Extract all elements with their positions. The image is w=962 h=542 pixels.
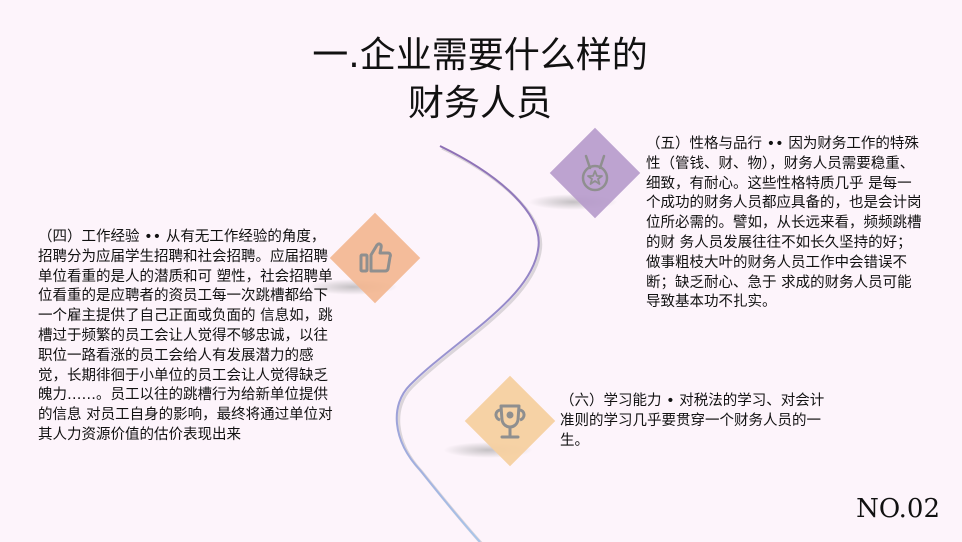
page-number: NO.02 xyxy=(856,494,940,524)
title-line-1: 一.企业需要什么样的 xyxy=(312,35,648,76)
trophy-icon xyxy=(494,404,526,439)
title-line-2: 财务人员 xyxy=(407,83,552,124)
medal-icon xyxy=(581,154,609,192)
character-text: （五）性格与品行 •• 因为财务工作的特殊性（管钱、财、物），财务人员需要稳重、… xyxy=(646,136,922,311)
work-experience-badge xyxy=(308,212,421,304)
learning-badge xyxy=(443,375,556,467)
learning-text: （六）学习能力 • 对税法的学习、对会计准则的学习几乎要贯穿一个财务人员的一生。 xyxy=(560,393,825,449)
page-title: 一.企业需要什么样的 财务人员 xyxy=(260,32,700,128)
thumbs-up-icon xyxy=(359,242,392,273)
character-badge xyxy=(528,127,641,219)
work-experience-text: （四）工作经验 •• 从有无工作经验的角度，招聘分为应届学生招聘和社会招聘。应届… xyxy=(38,229,333,443)
